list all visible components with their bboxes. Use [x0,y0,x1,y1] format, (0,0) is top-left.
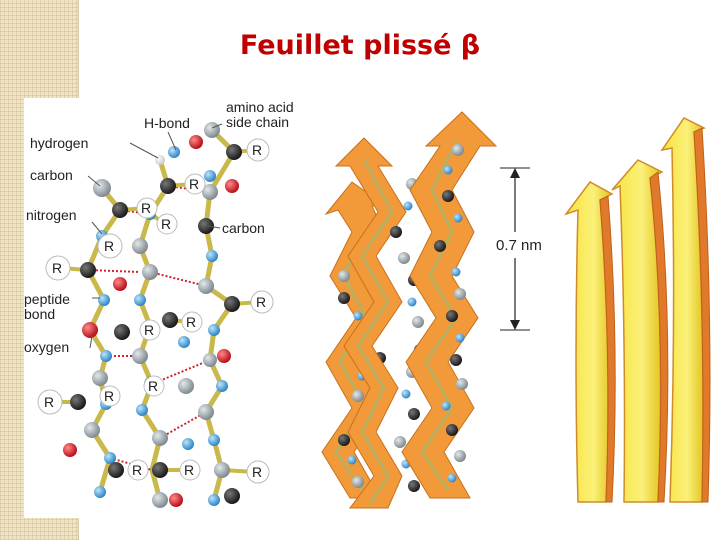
ball-stick-model: R R R R R R R R R R R R R R R H [24,99,294,508]
carbon-label-right: carbon [222,220,265,236]
r-group-label: R [52,260,62,276]
oxygen-label: oxygen [24,339,69,355]
r-group-label: R [141,200,151,216]
side-chain-label: side chain [226,114,289,130]
r-group-label: R [252,464,262,480]
ribbon-arrows [563,117,711,503]
r-group-label: R [184,462,194,478]
hydrogen-label: hydrogen [30,135,88,151]
h-bond [151,359,211,385]
amino-acid-label: amino acid [226,99,294,115]
slide-title: Feuillet plissé β [239,30,481,61]
r-group-label: R [104,388,114,404]
pleated-strands [321,111,498,509]
h-bond [159,411,207,439]
r-group-label: R [132,462,142,478]
r-group-label: R [104,238,114,254]
h-bond [87,269,141,273]
r-group-label: R [256,294,266,310]
h-bond [149,271,207,287]
r-group-label: R [252,142,262,158]
r-group-label: R [161,216,171,232]
ribbon-arrow-1 [563,181,616,503]
ribbon-arrow-3 [660,117,711,503]
pleated-strand-3 [401,111,498,499]
r-groups: R R R R R R R R R R R R R R R [37,138,274,484]
ribbon-arrow-2 [611,159,669,503]
bond-label: bond [24,306,55,322]
distance-indicator: 0.7 nm [496,167,542,331]
peptide-label: peptide [24,291,70,307]
carbon-label-left: carbon [30,167,73,183]
r-group-label: R [44,394,54,410]
nitrogen-label: nitrogen [26,207,77,223]
r-group-label: R [186,314,196,330]
r-group-label: R [144,322,154,338]
r-group-label: R [148,378,158,394]
distance-label: 0.7 nm [496,237,542,254]
r-group-label: R [189,176,199,192]
h-bond-label: H-bond [144,115,190,131]
